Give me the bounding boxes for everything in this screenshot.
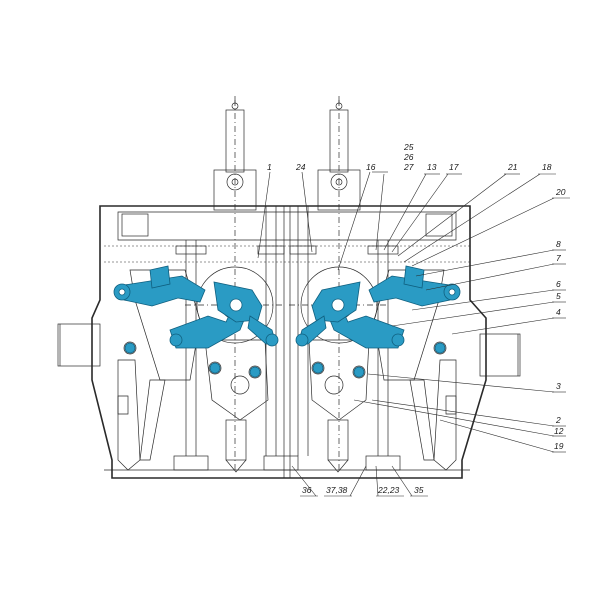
callout-6: 6	[556, 279, 561, 289]
callout-24: 24	[295, 162, 306, 172]
callout-17: 17	[449, 162, 459, 172]
callout-35: 35	[414, 485, 424, 495]
hanger-rods	[213, 96, 361, 470]
callout-labels: 1 24 16 25 26 27 13 17 21 18 20 8 7 6 5 …	[267, 142, 566, 495]
callout-20: 20	[555, 187, 566, 197]
callout-22-23: 22,23	[377, 485, 400, 495]
callout-5: 5	[556, 291, 561, 301]
callout-7: 7	[556, 253, 561, 263]
callout-27: 27	[403, 162, 414, 172]
callout-36: 36	[302, 485, 312, 495]
callout-13: 13	[427, 162, 437, 172]
callout-26: 26	[403, 152, 414, 162]
callout-8: 8	[556, 239, 561, 249]
callout-1: 1	[267, 162, 272, 172]
callout-18: 18	[542, 162, 552, 172]
callout-3: 3	[556, 381, 561, 391]
callout-25: 25	[403, 142, 414, 152]
callout-16: 16	[366, 162, 376, 172]
housing-frame	[57, 205, 521, 479]
callout-2: 2	[555, 415, 561, 425]
highlighted-linkage-right	[295, 265, 461, 378]
highlighted-linkage-left	[113, 265, 279, 378]
callout-37-38: 37,38	[326, 485, 348, 495]
leader-lines	[257, 171, 570, 497]
callout-4: 4	[556, 307, 561, 317]
callout-19: 19	[554, 441, 564, 451]
callout-12: 12	[554, 426, 564, 436]
callout-21: 21	[507, 162, 518, 172]
